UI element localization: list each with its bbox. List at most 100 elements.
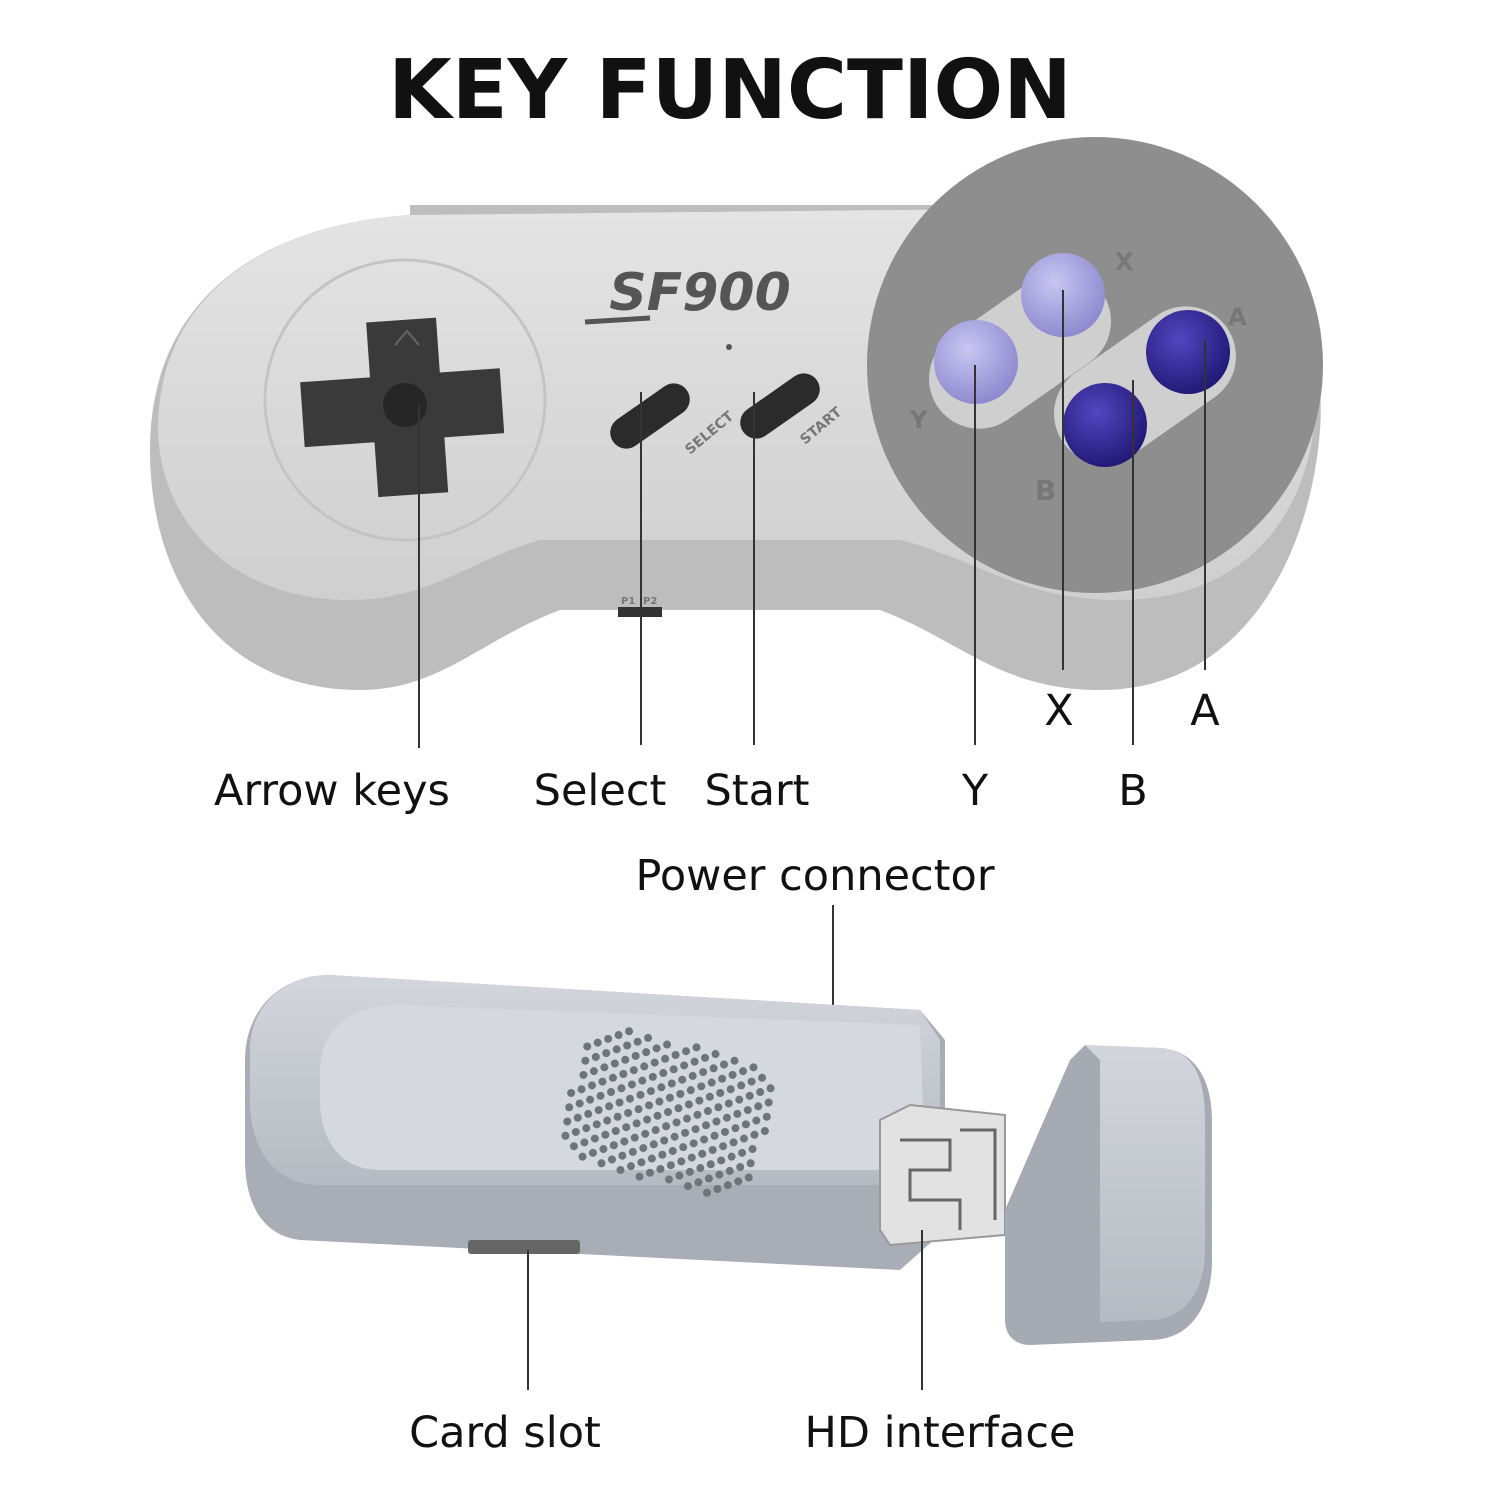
speaker-hole: [723, 1181, 732, 1190]
speaker-hole: [760, 1127, 769, 1135]
speaker-hole: [725, 1166, 734, 1175]
led-indicator: [726, 344, 732, 350]
start-button[interactable]: [734, 367, 826, 445]
speaker-hole: [635, 1172, 644, 1181]
speaker-hole: [683, 1182, 692, 1191]
speaker-hole: [682, 1047, 691, 1056]
speaker-hole: [690, 1057, 699, 1066]
speaker-hole: [596, 1091, 605, 1100]
speaker-hole: [659, 1069, 668, 1078]
speaker-hole: [653, 1111, 662, 1120]
controller-logo: SF900: [609, 263, 791, 323]
b-print: B: [1035, 474, 1056, 507]
speaker-hole: [603, 1116, 612, 1125]
speaker-hole: [663, 1040, 672, 1049]
speaker-hole: [616, 1165, 625, 1174]
speaker-hole: [734, 1177, 743, 1186]
switch-label-p2: P2: [643, 596, 657, 607]
speaker-hole: [699, 1068, 708, 1077]
speaker-hole: [719, 1142, 728, 1151]
speaker-hole: [645, 1101, 653, 1110]
arrow-up-icon: [394, 329, 420, 346]
speaker-hole: [691, 1125, 700, 1134]
speaker-hole: [756, 1088, 765, 1097]
speaker-hole: [589, 1067, 598, 1076]
speaker-hole: [737, 1081, 746, 1090]
dpad-center: [383, 383, 427, 427]
speaker-hole: [646, 1087, 655, 1096]
speaker-hole: [601, 1130, 610, 1139]
speaker-hole: [711, 1050, 720, 1059]
speaker-hole: [612, 1045, 621, 1054]
select-button[interactable]: [604, 377, 696, 455]
speaker-hole: [620, 1137, 629, 1146]
speaker-hole: [698, 1149, 707, 1158]
a-button[interactable]: [1146, 310, 1230, 394]
speaker-hole: [680, 1061, 689, 1070]
speaker-hole: [689, 1139, 698, 1148]
speaker-grille: [561, 1027, 775, 1197]
speaker-hole: [715, 1170, 724, 1179]
speaker-hole: [629, 1066, 638, 1075]
label-start: Start: [704, 766, 809, 816]
speaker-hole: [688, 1071, 697, 1080]
speaker-hole: [679, 1143, 688, 1152]
speaker-hole: [583, 1042, 592, 1051]
speaker-hole: [621, 1055, 630, 1064]
speaker-hole: [684, 1100, 693, 1109]
speaker-hole: [624, 1108, 633, 1117]
speaker-hole: [618, 1151, 627, 1160]
speaker-hole: [582, 1124, 591, 1133]
speaker-hole: [626, 1162, 635, 1171]
speaker-hole: [677, 1157, 686, 1166]
speaker-hole: [636, 1090, 645, 1099]
speaker-hole: [718, 1074, 727, 1083]
speaker-hole: [563, 1117, 572, 1126]
speaker-hole: [594, 1106, 603, 1115]
y-button[interactable]: [934, 320, 1018, 404]
speaker-hole: [638, 1076, 647, 1085]
speaker-hole: [645, 1168, 654, 1177]
dpad[interactable]: [296, 313, 508, 502]
label-y: Y: [961, 766, 989, 816]
page-title: KEY FUNCTION: [388, 43, 1072, 138]
speaker-hole: [754, 1102, 763, 1111]
hd-connector[interactable]: [879, 1103, 1006, 1247]
speaker-hole: [592, 1120, 601, 1129]
speaker-hole: [766, 1084, 775, 1093]
speaker-hole: [728, 1070, 737, 1079]
y-print: Y: [909, 406, 928, 434]
speaker-hole: [733, 1109, 742, 1118]
speaker-hole: [700, 1135, 709, 1144]
speaker-hole: [607, 1088, 615, 1097]
controller: SF900 SELECT START X Y A B P1 P2: [150, 137, 1323, 690]
speaker-hole: [722, 1113, 731, 1122]
speaker-hole: [668, 1146, 677, 1155]
speaker-hole: [642, 1048, 651, 1057]
label-select: Select: [534, 766, 667, 816]
speaker-hole: [631, 1051, 640, 1060]
speaker-hole: [661, 1054, 670, 1063]
speaker-hole: [697, 1082, 706, 1091]
card-slot[interactable]: [468, 1240, 580, 1254]
speaker-hole: [729, 1138, 738, 1147]
speaker-hole: [662, 1122, 671, 1131]
speaker-hole: [598, 1077, 607, 1086]
speaker-hole: [608, 1073, 617, 1082]
speaker-hole: [693, 1110, 702, 1119]
speaker-hole: [650, 1058, 659, 1067]
speaker-hole: [739, 1067, 748, 1076]
speaker-hole: [745, 1091, 754, 1100]
speaker-hole: [651, 1126, 660, 1135]
speaker-hole: [658, 1150, 667, 1159]
speaker-hole: [695, 1096, 704, 1105]
label-arrow-keys: Arrow keys: [214, 766, 450, 816]
speaker-hole: [672, 1118, 681, 1127]
dpad-recess: [263, 258, 547, 542]
speaker-hole: [643, 1115, 652, 1124]
b-button[interactable]: [1063, 383, 1147, 467]
speaker-hole: [746, 1159, 755, 1168]
speaker-hole: [630, 1133, 639, 1142]
speaker-hole: [724, 1099, 733, 1108]
speaker-hole: [637, 1158, 646, 1167]
